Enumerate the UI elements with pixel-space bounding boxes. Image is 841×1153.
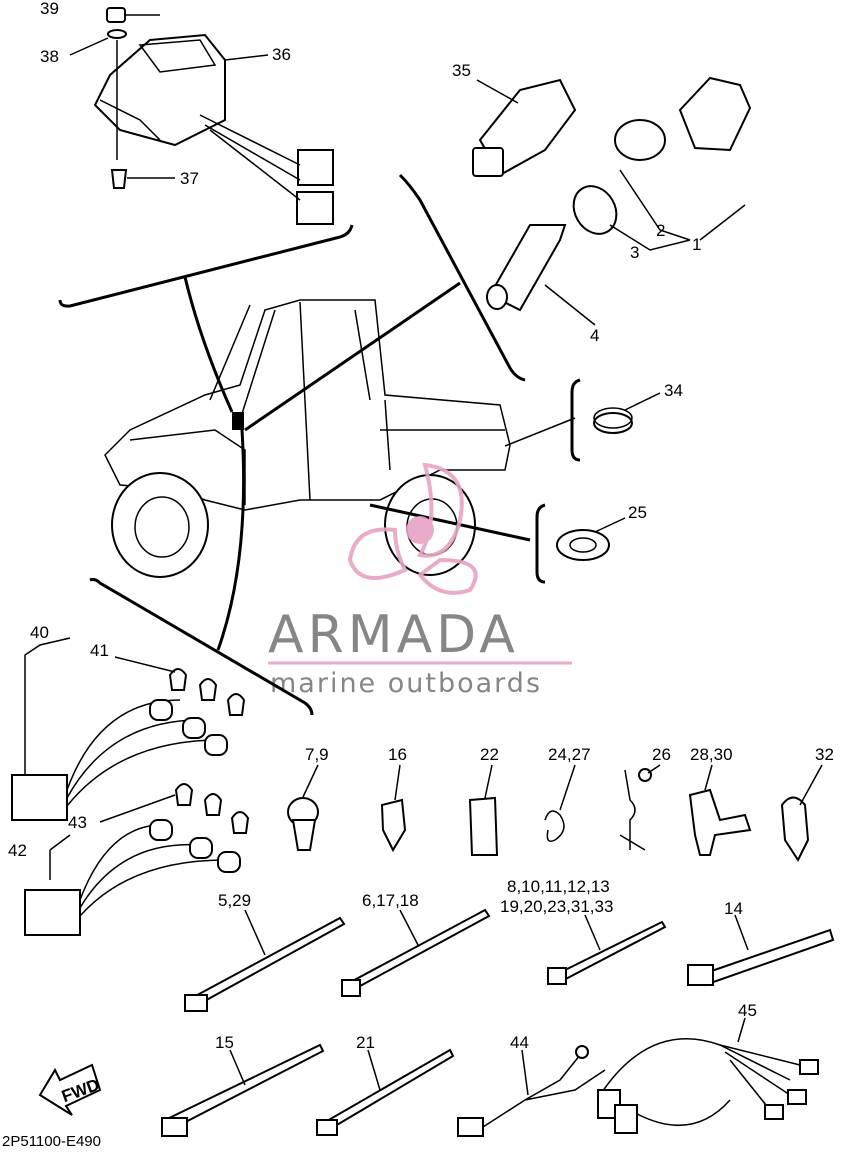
leader-44 xyxy=(521,1049,529,1096)
leader-21 xyxy=(367,1049,381,1091)
leader-35 xyxy=(476,79,519,104)
callout-35: 35 xyxy=(452,61,471,80)
callout-7-9: 7,9 xyxy=(305,745,329,764)
watermark-tagline: marine outboards xyxy=(270,668,542,699)
leader-6-17-18 xyxy=(399,909,419,946)
grommet-parts xyxy=(535,378,661,584)
callout-22: 22 xyxy=(480,745,499,764)
callout-44: 44 xyxy=(510,1033,529,1052)
callout-8-group-line1: 8,10,11,12,13 xyxy=(507,877,610,896)
leader-40 xyxy=(24,637,71,775)
callout-2: 2 xyxy=(656,221,665,240)
leader-38 xyxy=(69,37,109,56)
leader-32 xyxy=(799,764,823,806)
callout-8-group-line2: 19,20,23,31,33 xyxy=(500,897,613,916)
callout-3: 3 xyxy=(630,243,639,262)
callout-37: 37 xyxy=(180,169,199,188)
callout-25: 25 xyxy=(628,503,647,522)
leader-4 xyxy=(544,284,596,326)
wire-leads xyxy=(457,1017,819,1137)
callout-6-17-18: 6,17,18 xyxy=(362,891,419,910)
leader-22 xyxy=(484,764,493,799)
clip-parts xyxy=(287,764,823,863)
watermark-logo: ARMADA marine outboards xyxy=(268,462,572,699)
leader-25 xyxy=(594,517,626,533)
leader-36 xyxy=(224,54,269,61)
vehicle-outline xyxy=(104,276,576,651)
callout-41: 41 xyxy=(90,641,109,660)
leader-vehicle-34 xyxy=(504,417,576,447)
harness-assemblies xyxy=(11,577,314,936)
leader-42 xyxy=(49,834,71,880)
callout-16: 16 xyxy=(388,745,407,764)
callout-40: 40 xyxy=(30,623,49,642)
leader-16 xyxy=(394,764,401,801)
leader-14 xyxy=(734,914,749,951)
callout-32: 32 xyxy=(815,745,834,764)
callout-5-29: 5,29 xyxy=(218,891,251,910)
callout-21: 21 xyxy=(356,1033,375,1052)
relay-assembly xyxy=(58,7,354,308)
callout-15: 15 xyxy=(215,1033,234,1052)
callout-26: 26 xyxy=(652,745,671,764)
leader-45 xyxy=(737,1017,746,1043)
fwd-arrow: FWD xyxy=(38,1063,102,1116)
leader-7-9 xyxy=(302,764,319,798)
leader-43 xyxy=(99,794,176,823)
callout-14: 14 xyxy=(724,899,743,918)
socket-parts xyxy=(398,76,752,382)
callout-38: 38 xyxy=(40,47,59,66)
callout-1: 1 xyxy=(692,235,701,254)
diagram-code: 2P51100-E490 xyxy=(2,1133,101,1150)
leader-28-30 xyxy=(704,764,713,791)
leader-15 xyxy=(229,1049,246,1086)
callout-4: 4 xyxy=(590,326,599,345)
callout-43: 43 xyxy=(68,813,87,832)
callout-36: 36 xyxy=(272,45,291,64)
leader-5-29 xyxy=(244,909,266,956)
callout-45: 45 xyxy=(738,1001,757,1020)
callout-39: 39 xyxy=(40,0,59,18)
callout-28-30: 28,30 xyxy=(690,745,733,764)
leader-34 xyxy=(624,392,661,411)
callout-labels: 39 38 36 37 35 2 3 1 4 34 25 40 41 7,9 1… xyxy=(8,0,834,1052)
cable-ties xyxy=(161,908,835,1137)
callout-34: 34 xyxy=(664,381,683,400)
callout-24-27: 24,27 xyxy=(548,745,591,764)
leader-24-27 xyxy=(559,764,576,811)
watermark-brand: ARMADA xyxy=(268,605,519,665)
leader-26 xyxy=(647,764,661,774)
leader-41 xyxy=(114,656,176,673)
leader-1-2-3 xyxy=(609,169,746,251)
leader-8-group xyxy=(584,914,601,951)
callout-42: 42 xyxy=(8,841,27,860)
